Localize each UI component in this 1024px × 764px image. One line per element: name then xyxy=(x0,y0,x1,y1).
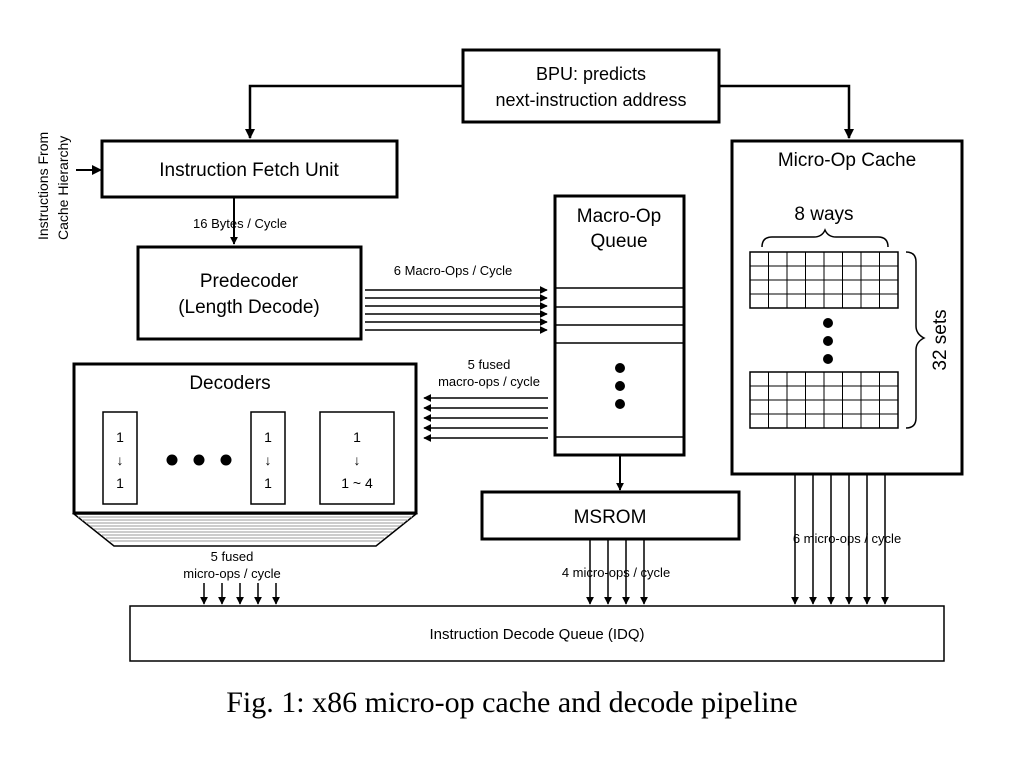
mop-queue-entries xyxy=(555,287,684,438)
bpu-label-line-2: next-instruction address xyxy=(495,90,686,110)
msrom-box xyxy=(480,490,741,541)
mop-queue-label-line-2: Queue xyxy=(590,231,647,252)
simple-decoder-2-out: 1 xyxy=(264,475,272,491)
mop-queue-ellipsis-dot xyxy=(615,399,625,409)
fetch-unit-box xyxy=(100,139,399,199)
macro-fused-rate-line-1: 5 fused xyxy=(468,357,511,372)
mop-queue-to-decoders-arrows xyxy=(423,394,548,442)
predecoder-box xyxy=(136,245,363,341)
bpu-to-fetch-arrow xyxy=(245,84,463,139)
simple-decoder-1-out: 1 xyxy=(116,475,124,491)
simple-decoder-2-arrow: ↓ xyxy=(265,452,272,468)
macro-fused-rate-line-2: macro-ops / cycle xyxy=(438,374,540,389)
msrom-label: MSROM xyxy=(574,507,647,528)
fetch-unit-label: Instruction Fetch Unit xyxy=(159,160,339,181)
decoders-ellipsis-dot xyxy=(166,454,178,466)
cache-ellipsis-dot xyxy=(823,336,833,346)
decoder-rate-line-2: micro-ops / cycle xyxy=(183,566,281,581)
cache-ways-grid-bottom xyxy=(749,371,899,429)
complex-decoder-in: 1 xyxy=(353,429,361,445)
idq-box xyxy=(129,605,945,662)
micro-op-cache-title: Micro-Op Cache xyxy=(778,150,916,171)
bpu-box xyxy=(461,48,721,124)
predecoder-label-line-1: Predecoder xyxy=(200,271,299,292)
cache-ways-grid-top xyxy=(749,251,899,309)
mop-queue-ellipsis-dot xyxy=(615,381,625,391)
decoders-ellipsis-dot xyxy=(193,454,205,466)
msrom-to-idq-arrows xyxy=(586,539,648,605)
decoders-ellipsis-dot xyxy=(220,454,232,466)
uop-cache-rate-label: 6 micro-ops / cycle xyxy=(793,531,901,546)
side-label-line-2: Cache Hierarchy xyxy=(55,136,71,240)
idq-label: Instruction Decode Queue (IDQ) xyxy=(429,626,644,643)
ways-brace xyxy=(761,228,889,248)
msrom-rate-label: 4 micro-ops / cycle xyxy=(562,565,670,580)
mop-queue-label-line-1: Macro-Op xyxy=(577,206,661,227)
bpu-to-uop-cache-arrow xyxy=(719,84,854,139)
predecoder-label-line-2: (Length Decode) xyxy=(178,297,320,318)
decoders-funnel-hatch xyxy=(78,516,412,542)
complex-decoder xyxy=(319,411,395,505)
sets-brace xyxy=(905,251,926,429)
cache-ellipsis-dot xyxy=(823,318,833,328)
pipeline-diagram: Instructions From Cache Hierarchy BPU: p… xyxy=(35,48,964,662)
bpu-label-line-1: BPU: predicts xyxy=(536,64,646,84)
predecode-rate-label: 6 Macro-Ops / Cycle xyxy=(394,263,512,278)
sets-label: 32 sets xyxy=(930,309,951,370)
predecoder-to-mop-queue-arrows xyxy=(365,286,548,334)
simple-decoder-1-arrow: ↓ xyxy=(117,452,124,468)
complex-decoder-out: 1 ~ 4 xyxy=(341,475,373,491)
decoders-to-idq-arrows xyxy=(200,583,280,605)
decoder-rate-line-1: 5 fused xyxy=(211,549,254,564)
simple-decoder-2-in: 1 xyxy=(264,429,272,445)
cache-ellipsis-dot xyxy=(823,354,833,364)
mop-queue-ellipsis-dot xyxy=(615,363,625,373)
simple-decoder-1 xyxy=(102,411,138,505)
simple-decoder-2 xyxy=(250,411,286,505)
uop-cache-to-idq-arrows xyxy=(791,474,889,605)
fetch-rate-label: 16 Bytes / Cycle xyxy=(193,216,287,231)
side-label-line-1: Instructions From xyxy=(35,132,51,240)
simple-decoder-1-in: 1 xyxy=(116,429,124,445)
figure-caption: Fig. 1: x86 micro-op cache and decode pi… xyxy=(226,686,798,719)
complex-decoder-arrow: ↓ xyxy=(354,452,361,468)
decoders-title: Decoders xyxy=(189,373,270,394)
ways-label: 8 ways xyxy=(794,204,853,225)
